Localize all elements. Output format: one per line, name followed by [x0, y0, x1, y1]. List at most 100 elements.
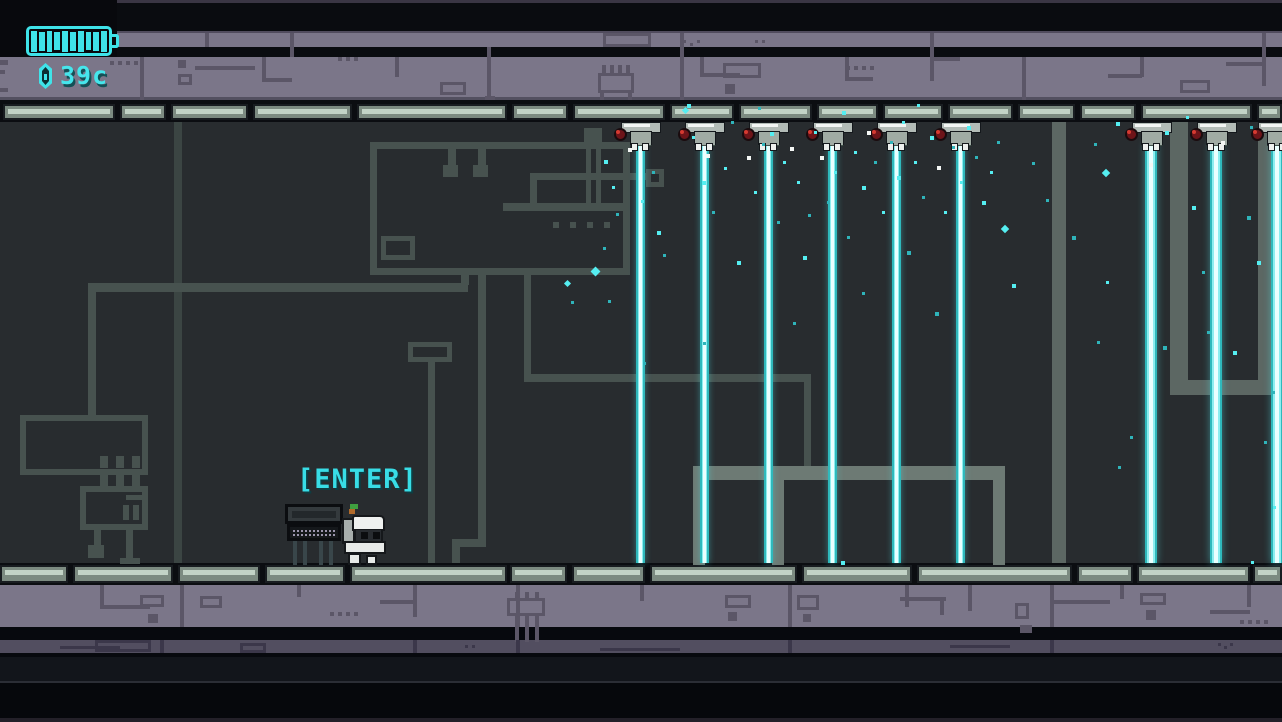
- particle: [997, 141, 1000, 144]
- bg-circuit-line: [428, 362, 435, 563]
- band-trace: [1020, 625, 1032, 633]
- girder-segment: [350, 565, 507, 583]
- band-trace: [118, 61, 122, 65]
- band-trace: [178, 74, 192, 85]
- particle: [777, 221, 780, 224]
- girder-segment: [650, 565, 797, 583]
- girder-segment: [1253, 565, 1282, 583]
- band-trace: [680, 33, 684, 100]
- particle: [1130, 436, 1133, 439]
- keyboard-key-dot: [297, 529, 299, 532]
- particle: [1186, 116, 1189, 119]
- band-trace: [640, 585, 644, 601]
- band-black-3: [0, 627, 1282, 640]
- particle: [827, 201, 830, 204]
- emitter-body: [1141, 131, 1163, 146]
- bg-circuit-line: [503, 203, 630, 211]
- keyboard-key-dot: [297, 533, 299, 536]
- laser-beam: [635, 146, 645, 563]
- girder-segment: [253, 104, 352, 120]
- particle: [603, 247, 606, 250]
- band-divider-line: [0, 681, 1282, 683]
- particle: [842, 111, 846, 115]
- bg-circuit-line: [448, 147, 456, 165]
- bg-circuit-line: [587, 222, 593, 228]
- particle: [930, 136, 934, 140]
- emitter-plate-highlight: [880, 124, 906, 127]
- emitter-claw: [898, 143, 905, 151]
- keyboard-key-dot: [333, 533, 335, 536]
- emitter-plate-highlight: [1135, 124, 1161, 127]
- band-trace: [1210, 610, 1250, 614]
- battery-bar: [31, 30, 37, 52]
- particle: [1149, 163, 1153, 167]
- band-trace: [262, 78, 292, 82]
- girder-segment: [357, 104, 507, 120]
- band-trace: [134, 61, 138, 65]
- girder-highlight: [5, 570, 63, 575]
- battery-bar: [85, 32, 92, 50]
- particle: [803, 256, 807, 260]
- emitter-lens-glint: [1127, 130, 1131, 134]
- band-trace: [1140, 593, 1166, 605]
- band-trace: [1120, 585, 1124, 599]
- girder-segment: [1080, 104, 1136, 120]
- keyboard-key-dot: [321, 529, 323, 532]
- robot-eye: [361, 532, 368, 539]
- robot-sprout-leaf-icon: [350, 504, 358, 509]
- particle: [724, 167, 727, 170]
- band-trace: [338, 612, 342, 616]
- band-trace: [205, 33, 209, 47]
- particle: [1233, 351, 1237, 355]
- laser-beam: [891, 146, 901, 563]
- girder-segment: [948, 104, 1013, 120]
- girder-segment: [120, 104, 166, 120]
- band-trace-dark: [60, 646, 120, 649]
- terminal-console[interactable]: [285, 502, 347, 565]
- band-trace: [525, 592, 529, 598]
- emitter-plate-highlight: [816, 124, 842, 127]
- bg-circuit-line: [100, 456, 108, 468]
- band-trace: [195, 66, 255, 70]
- band-trace: [0, 60, 8, 65]
- emitter-lens-glint: [680, 130, 684, 134]
- band-trace: [346, 57, 350, 61]
- emitter-claw: [642, 143, 649, 151]
- laser-emitter: [870, 120, 922, 152]
- particle: [770, 132, 774, 136]
- particle: [783, 161, 786, 164]
- particle: [1012, 284, 1016, 288]
- band-trace: [862, 66, 866, 70]
- emitter-plate-highlight: [752, 124, 778, 127]
- particle: [663, 254, 666, 257]
- keyboard-key-dot: [305, 533, 307, 536]
- particle: [762, 143, 765, 146]
- band-trace-dark: [465, 645, 468, 648]
- band-trace-dark: [472, 645, 475, 648]
- battery-bar: [38, 31, 45, 51]
- band-trace-dark: [1218, 643, 1221, 646]
- particle: [882, 211, 885, 214]
- bg-circuit-line: [94, 530, 101, 545]
- particle: [731, 121, 734, 124]
- girder-segment: [739, 104, 812, 120]
- laser-beam: [827, 146, 837, 563]
- band-trace: [525, 616, 529, 642]
- girder-segment: [512, 104, 568, 120]
- band-trace: [618, 65, 622, 73]
- girder-segment: [1018, 104, 1075, 120]
- particle: [1072, 236, 1076, 240]
- particle: [1097, 341, 1100, 344]
- band-top-edge: [0, 0, 1282, 3]
- particle: [902, 121, 905, 124]
- girder-highlight: [922, 570, 1067, 575]
- keyboard-key-dot: [309, 533, 311, 536]
- particle: [1192, 206, 1196, 210]
- particle: [922, 196, 925, 199]
- girder-highlight: [258, 109, 347, 114]
- battery-bar: [101, 30, 107, 52]
- particle: [1094, 143, 1097, 146]
- battery-terminal-nub: [112, 34, 119, 48]
- enter-key-prompt[interactable]: [ENTER]: [297, 464, 418, 495]
